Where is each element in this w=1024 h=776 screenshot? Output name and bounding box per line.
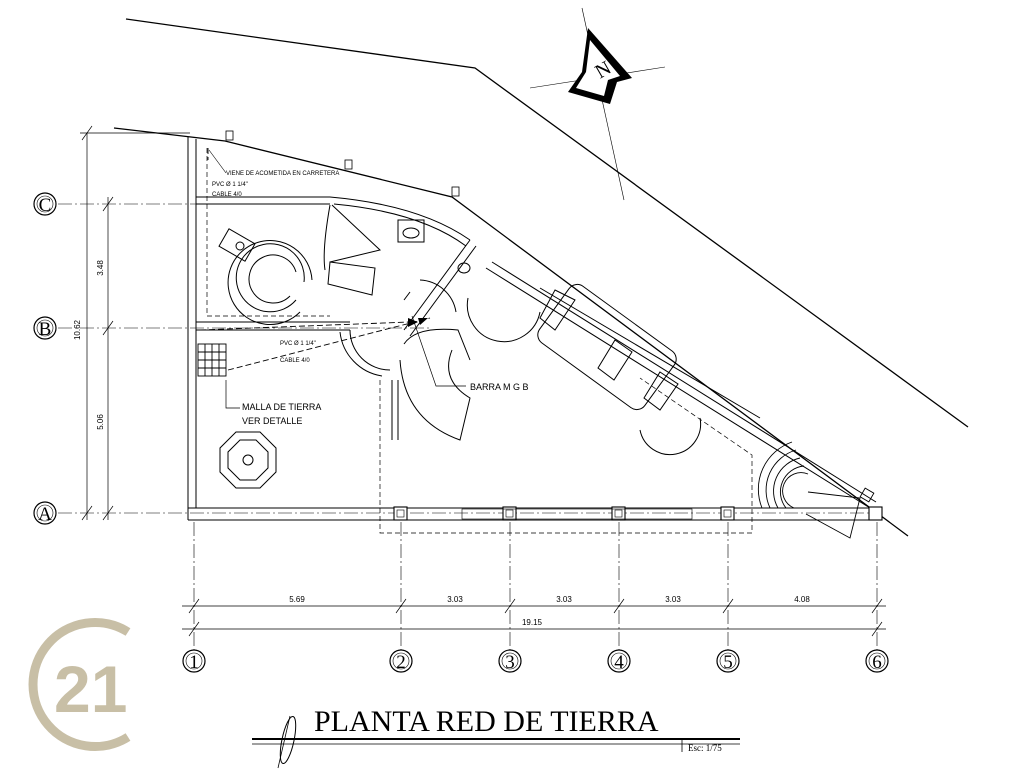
north-arrow: N xyxy=(529,7,666,201)
bus-bar-note: BARRA M G B xyxy=(470,382,529,392)
title-block: PLANTA RED DE TIERRA Esc: 1/75 xyxy=(252,705,740,769)
drawing-title: PLANTA RED DE TIERRA xyxy=(314,705,659,738)
row-axis-c: C xyxy=(33,192,57,216)
dim-vertical-total: 10.62 xyxy=(73,319,82,340)
column-axis-1: 1 xyxy=(182,649,206,673)
column-axis-2: 2 xyxy=(389,649,413,673)
row-label-c: C xyxy=(39,195,52,216)
dim-vertical-upper: 3.48 xyxy=(96,260,105,276)
dim-vertical-lower: 5.06 xyxy=(96,414,105,430)
ground-mesh-note: MALLA DE TIERRA xyxy=(242,402,321,412)
dim-horizontal-total: 19.15 xyxy=(522,618,543,627)
dim-span-2-3: 3.03 xyxy=(447,595,463,604)
dim-span-5-6: 4.08 xyxy=(794,595,810,604)
column-axis-5: 5 xyxy=(716,649,740,673)
pvc-mid-note: PVC Ø 1 1/4" xyxy=(280,341,316,347)
column-label-5: 5 xyxy=(723,652,733,673)
outer-property-line xyxy=(125,18,969,428)
inner-property-line xyxy=(113,127,909,537)
row-axis-b: B xyxy=(33,316,57,340)
row-axis-a: A xyxy=(33,501,57,525)
cable-mid-note: CABLE 4/0 xyxy=(280,358,310,364)
century21-logo: 21 xyxy=(28,618,131,751)
column-label-1: 1 xyxy=(189,652,199,673)
ground-mesh xyxy=(197,343,240,409)
column-label-6: 6 xyxy=(872,652,882,673)
cable-top-note: CABLE 4/0 xyxy=(212,192,242,198)
dim-span-4-5: 3.03 xyxy=(665,595,681,604)
column-label-3: 3 xyxy=(505,652,515,673)
column-axis-4: 4 xyxy=(607,649,631,673)
logo-text: 21 xyxy=(54,652,127,726)
column-label-4: 4 xyxy=(614,652,624,673)
column-label-2: 2 xyxy=(396,652,406,673)
service-entry-note: VIENE DE ACOMETIDA EN CARRETERA xyxy=(226,171,339,177)
row-label-a: A xyxy=(38,504,52,525)
dim-span-3-4: 3.03 xyxy=(556,595,572,604)
ground-mesh-detail-note: VER DETALLE xyxy=(242,416,302,426)
drawing-scale: Esc: 1/75 xyxy=(688,743,722,753)
dim-span-1-2: 5.69 xyxy=(289,595,305,604)
column-axis-3: 3 xyxy=(498,649,522,673)
row-label-b: B xyxy=(39,319,52,340)
column-axis-6: 6 xyxy=(865,649,889,673)
pvc-top-note: PVC Ø 1 1/4" xyxy=(212,182,248,188)
